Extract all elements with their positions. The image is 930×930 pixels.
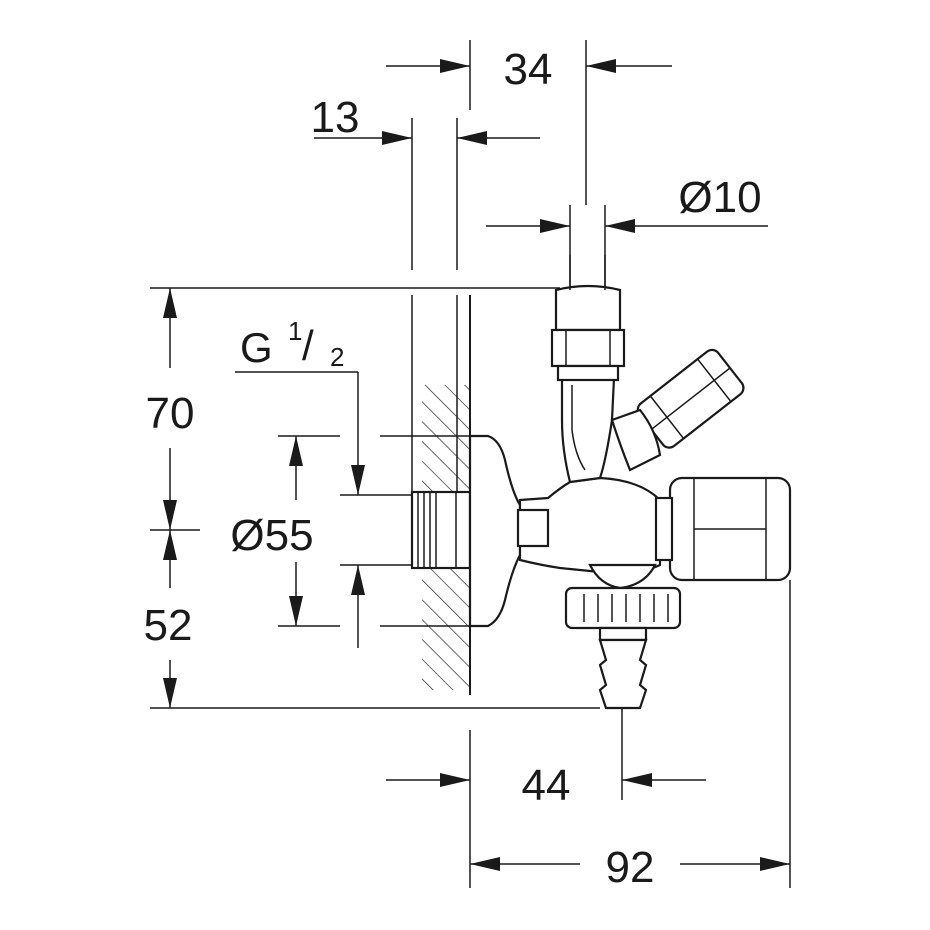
thread-slash: /	[302, 322, 314, 369]
thread-callout: G 1 / 2	[235, 316, 365, 648]
dimension-52: 52	[144, 530, 193, 708]
dimension-d10: Ø10	[486, 173, 768, 233]
dimension-92: 92	[470, 843, 790, 892]
dimension-52-label: 52	[144, 601, 193, 650]
dimension-44-label: 44	[522, 761, 571, 810]
dimension-70-label: 70	[146, 389, 195, 438]
dimension-d10-label: Ø10	[678, 173, 761, 222]
dimension-13-label: 13	[311, 93, 360, 142]
thread-numerator: 1	[288, 316, 302, 346]
thread-letter: G	[240, 324, 273, 371]
dimension-34: 34	[386, 45, 672, 94]
valve-body	[410, 255, 792, 710]
dimension-13: 13	[311, 93, 540, 145]
extension-lines	[150, 40, 791, 888]
dimension-44: 44	[386, 761, 706, 810]
thread-denominator: 2	[330, 342, 344, 372]
dimension-70: 70	[146, 288, 195, 530]
dimension-d55-label: Ø55	[230, 511, 313, 560]
dimension-d55: Ø55	[230, 436, 314, 626]
dimension-34-label: 34	[504, 45, 553, 94]
dimension-92-label: 92	[606, 843, 655, 892]
